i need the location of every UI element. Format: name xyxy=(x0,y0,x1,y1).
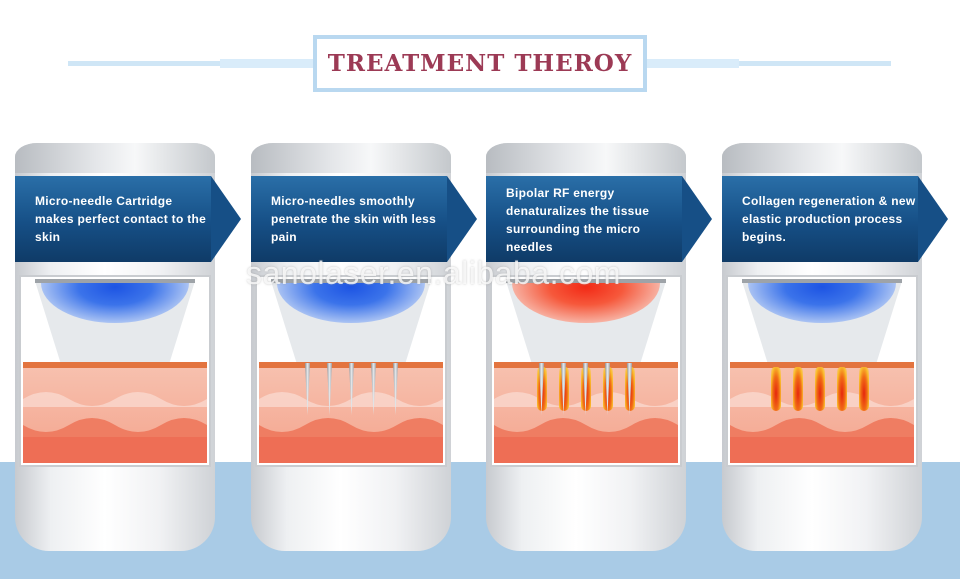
heat-zone xyxy=(815,367,825,411)
device-cylinder-top xyxy=(251,143,451,173)
epidermis-layer xyxy=(23,362,207,368)
step-panel-2: Micro-needles smoothly penetrate the ski… xyxy=(251,0,511,579)
micro-needle xyxy=(371,363,376,415)
micro-needle xyxy=(393,363,398,415)
heat-zone xyxy=(771,367,781,411)
step-description: Micro-needle Cartridge makes perfect con… xyxy=(35,194,207,244)
skin-illustration xyxy=(490,275,682,467)
skin-illustration xyxy=(726,275,918,467)
step-panel-4: Collagen regeneration & new elastic prod… xyxy=(722,0,960,579)
heat-zone xyxy=(859,367,869,411)
banner-body xyxy=(722,176,918,262)
heat-zone xyxy=(793,367,803,411)
micro-needle xyxy=(539,363,544,415)
cartridge-rim xyxy=(742,279,902,283)
step-panel-3: Bipolar RF energy denaturalizes the tiss… xyxy=(486,0,746,579)
cartridge-rim xyxy=(271,279,431,283)
dermis-wave-lower xyxy=(259,418,443,439)
dermis-wave-upper xyxy=(23,392,207,407)
title-divider-left xyxy=(68,59,313,68)
title-box: TREATMENT THEROY xyxy=(313,35,647,92)
banner-body xyxy=(251,176,447,262)
step-panel-1: Micro-needle Cartridge makes perfect con… xyxy=(15,0,275,579)
step-banner: Micro-needle Cartridge makes perfect con… xyxy=(15,176,241,262)
step-banner: Bipolar RF energy denaturalizes the tiss… xyxy=(486,176,712,262)
subcutis-layer xyxy=(259,437,443,463)
skin-illustration xyxy=(19,275,211,467)
device-cylinder-top xyxy=(722,143,922,173)
step-banner: Collagen regeneration & new elastic prod… xyxy=(722,176,948,262)
micro-needle xyxy=(327,363,332,415)
banner-arrow-icon xyxy=(918,176,948,262)
micro-needle xyxy=(583,363,588,415)
banner-arrow-icon xyxy=(211,176,241,262)
heat-zone xyxy=(837,367,847,411)
dermis-wave-lower xyxy=(23,418,207,439)
cartridge-rim xyxy=(35,279,195,283)
step-description: Collagen regeneration & new elastic prod… xyxy=(742,194,916,244)
micro-needle xyxy=(627,363,632,415)
subcutis-layer xyxy=(494,437,678,463)
subcutis-layer xyxy=(23,437,207,463)
banner-body xyxy=(486,176,682,262)
micro-needle xyxy=(349,363,354,415)
dermis-wave-lower xyxy=(730,418,914,439)
banner-arrow-icon xyxy=(447,176,477,262)
subcutis-layer xyxy=(730,437,914,463)
step-description: Micro-needles smoothly penetrate the ski… xyxy=(271,194,437,244)
micro-needle xyxy=(561,363,566,415)
dermis-wave-lower xyxy=(494,418,678,439)
step-description: Bipolar RF energy denaturalizes the tiss… xyxy=(506,186,650,254)
cartridge-rim xyxy=(506,279,666,283)
step-banner: Micro-needles smoothly penetrate the ski… xyxy=(251,176,477,262)
device-cylinder-top xyxy=(15,143,215,173)
banner-body xyxy=(15,176,211,262)
page-title: TREATMENT THEROY xyxy=(327,50,633,77)
micro-needle xyxy=(605,363,610,415)
watermark: sanolaser.en.alibaba.com xyxy=(246,255,621,291)
title-divider-right xyxy=(647,59,891,68)
banner-arrow-icon xyxy=(682,176,712,262)
epidermis-layer xyxy=(730,362,914,368)
micro-needle xyxy=(305,363,310,415)
device-cylinder-top xyxy=(486,143,686,173)
skin-illustration xyxy=(255,275,447,467)
